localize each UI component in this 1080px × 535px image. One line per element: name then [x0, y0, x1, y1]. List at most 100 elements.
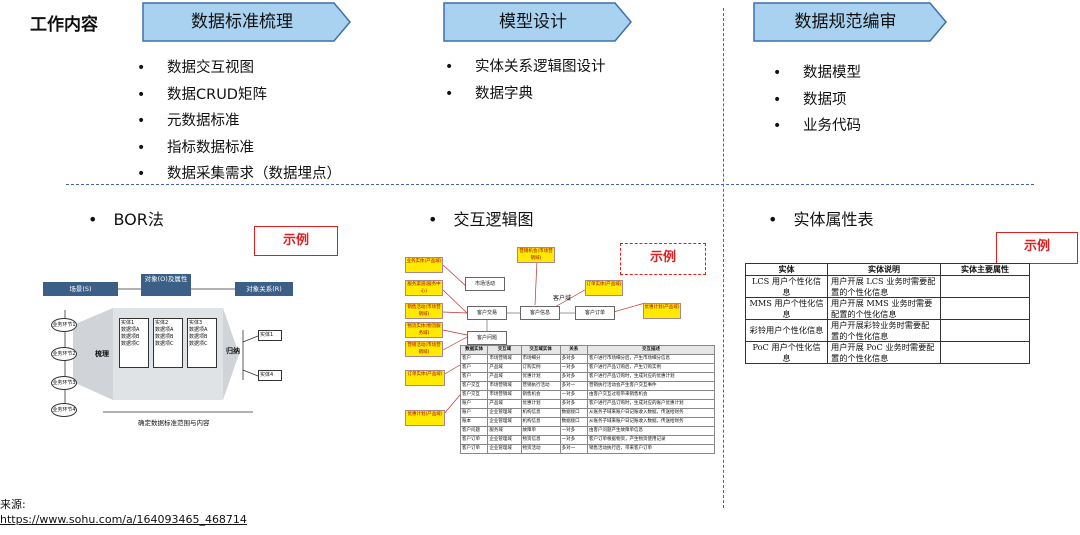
bor-item: 数据项C: [189, 341, 215, 348]
table-header-cell: 交互描述: [587, 346, 714, 355]
table-row: 客户交互市场营销域销售机会一对多由客户交互过程带来销售机会: [461, 391, 715, 400]
table-row: 彩铃用户个性化信息 用户开展彩铃业务时需要配置的个性化信息: [746, 320, 1030, 342]
domain-label: 客户域: [553, 293, 571, 302]
table-cell: 企业管理域: [488, 418, 521, 427]
table-cell: 客户订单: [461, 445, 488, 454]
source-link[interactable]: https://www.sohu.com/a/164093465_468714: [0, 513, 247, 526]
bor-item: 数据项A: [189, 327, 215, 334]
table-cell: [941, 342, 1030, 364]
yellow-entity-box: 物流实体(物流服务域): [405, 322, 443, 338]
table-row: 账户企业管理域机构信息数据接口从账务子域来账户日记账收入数据，传送给财务: [461, 409, 715, 418]
yellow-entity-box: 营销活动(市场营销域): [405, 341, 443, 357]
table-cell: 客户问题: [461, 427, 488, 436]
list-item: 数据字典: [445, 81, 606, 108]
table-row: 客户产品域订购实例一对多客户进行产品订购后，产生订购实例: [461, 364, 715, 373]
table-cell: 市场营销域: [488, 355, 521, 364]
vertical-divider: [723, 8, 724, 508]
table-cell: 机构信息: [521, 418, 560, 427]
bor-oval: 业务环节4: [51, 403, 77, 417]
table-cell: 营销执行活动会产生客户交互事件: [587, 382, 714, 391]
table-cell: 市场细分: [521, 355, 560, 364]
table-cell: 客户交互: [461, 382, 488, 391]
table-row: LCS 用户个性化信息 用户开展 LCS 业务时需要配置的个性化信息: [746, 276, 1030, 298]
model-list: 实体关系逻辑图设计 数据字典: [445, 54, 606, 107]
horizontal-divider: [66, 184, 1034, 185]
table-cell: 销售机会: [521, 391, 560, 400]
table-cell: 由客户问题产生故障单信息: [587, 427, 714, 436]
table-cell: 由客户交互过程带来销售机会: [587, 391, 714, 400]
yellow-entity-box: 业务实体(产品域): [405, 257, 443, 273]
table-cell: 营销执行活动: [521, 382, 560, 391]
table-cell: LCS 用户个性化信息: [746, 276, 828, 298]
table-cell: 客户进行产品订购后，产生订购实例: [587, 364, 714, 373]
table-cell: 客户进行产品订购时，生成对应的账户优惠计划: [587, 400, 714, 409]
bor-entity: 实体3: [189, 320, 215, 327]
table-row: 客户产品域优惠计划多对多客户进行产品订购时，生成对应的优惠计划: [461, 373, 715, 382]
table-cell: 企业管理域: [488, 445, 521, 454]
table-cell: [941, 276, 1030, 298]
table-row: 客户订单企业管理域物资活动多对一销售活动执行后，带来客户订单: [461, 445, 715, 454]
chevron-label: 数据标准梳理: [142, 2, 342, 42]
bor-entity: 实体1: [121, 320, 147, 327]
chevron-label: 模型设计: [443, 2, 623, 42]
table-cell: 客户: [461, 373, 488, 382]
list-item: 数据CRUD矩阵: [137, 82, 341, 109]
table-cell: 优惠计划: [521, 373, 560, 382]
list-item: 数据模型: [773, 60, 861, 87]
bor-oval: 业务环节2: [51, 347, 77, 361]
diagram-node: 客户订单: [575, 306, 615, 320]
bor-item: 数据项B: [121, 334, 147, 341]
table-header-cell: 交互域: [488, 346, 521, 355]
source-label: 来源:: [0, 497, 247, 512]
bor-entity-box: 实体4: [258, 370, 282, 381]
table-cell: 用户开展 PoC 业务时需要配置的个性化信息: [828, 342, 941, 364]
table-cell: MMS 用户个性化信息: [746, 298, 828, 320]
table-cell: 从账务子域来账户日记账收入数据，传送给财务: [587, 409, 714, 418]
table-row: PoC 用户个性化信息 用户开展 PoC 业务时需要配置的个性化信息: [746, 342, 1030, 364]
table-row: 账本企业管理域机构信息数据接口从账务子域来账户日记账收入数据，传送给财务: [461, 418, 715, 427]
table-cell: [941, 320, 1030, 342]
yellow-entity-box: 订单实体(产品域): [585, 280, 623, 296]
table-cell: 企业管理域: [488, 436, 521, 445]
table-cell: 产品域: [488, 400, 521, 409]
table-cell: 用户开展彩铃业务时需要配置的个性化信息: [828, 320, 941, 342]
yellow-entity-box: 优惠计划(产品域): [405, 410, 445, 426]
table-cell: 多对多: [560, 373, 587, 382]
bor-entity-box: 实体3 数据项A 数据项B 数据项C: [187, 318, 217, 368]
table-cell: 市场营销域: [488, 391, 521, 400]
bor-entity: 实体2: [155, 320, 181, 327]
table-cell: 一对多: [560, 391, 587, 400]
table-cell: 客户: [461, 364, 488, 373]
chevron-header-standards: 数据标准梳理: [142, 2, 352, 42]
table-cell: 一对多: [560, 364, 587, 373]
table-cell: 用户开展 LCS 业务时需要配置的个性化信息: [828, 276, 941, 298]
list-item: 数据项: [773, 87, 861, 114]
bor-item: 数据项A: [155, 327, 181, 334]
bor-entity-box: 实体2 数据项A 数据项B 数据项C: [153, 318, 183, 368]
table-cell: 产品域: [488, 373, 521, 382]
example-label: 示例: [254, 226, 338, 256]
list-item: 元数据标准: [137, 108, 341, 135]
table-cell: 多对一: [560, 445, 587, 454]
table-row: 客户市场营销域市场细分多对多客户进行市场细分后，产生市场细分信息: [461, 355, 715, 364]
table-cell: 物资信息: [521, 436, 560, 445]
table-cell: 一对多: [560, 436, 587, 445]
table-cell: 数据接口: [560, 409, 587, 418]
table-cell: 数据接口: [560, 418, 587, 427]
section-interaction: 交互逻辑图: [428, 206, 533, 230]
bor-oval: 业务环节1: [51, 318, 77, 332]
table-cell: 故障单: [521, 427, 560, 436]
table-cell: 多对一: [560, 382, 587, 391]
review-list: 数据模型 数据项 业务代码: [773, 60, 861, 140]
table-cell: [941, 298, 1030, 320]
standards-list: 数据交互视图 数据CRUD矩阵 元数据标准 指标数据标准 数据采集需求（数据埋点…: [137, 55, 341, 188]
table-cell: 客户交互: [461, 391, 488, 400]
table-cell: 多对多: [560, 355, 587, 364]
table-cell: PoC 用户个性化信息: [746, 342, 828, 364]
table-header-cell: 数据实体: [461, 346, 488, 355]
yellow-entity-box: 销售活动(市场营销域): [405, 303, 443, 319]
table-cell: 从账务子域来账户日记账收入数据，传送给财务: [587, 418, 714, 427]
bor-left-label: 梳理: [95, 349, 109, 359]
diagram-node: 客户信息: [520, 306, 560, 320]
table-cell: 客户订单根据物资，产生物资使用记录: [587, 436, 714, 445]
